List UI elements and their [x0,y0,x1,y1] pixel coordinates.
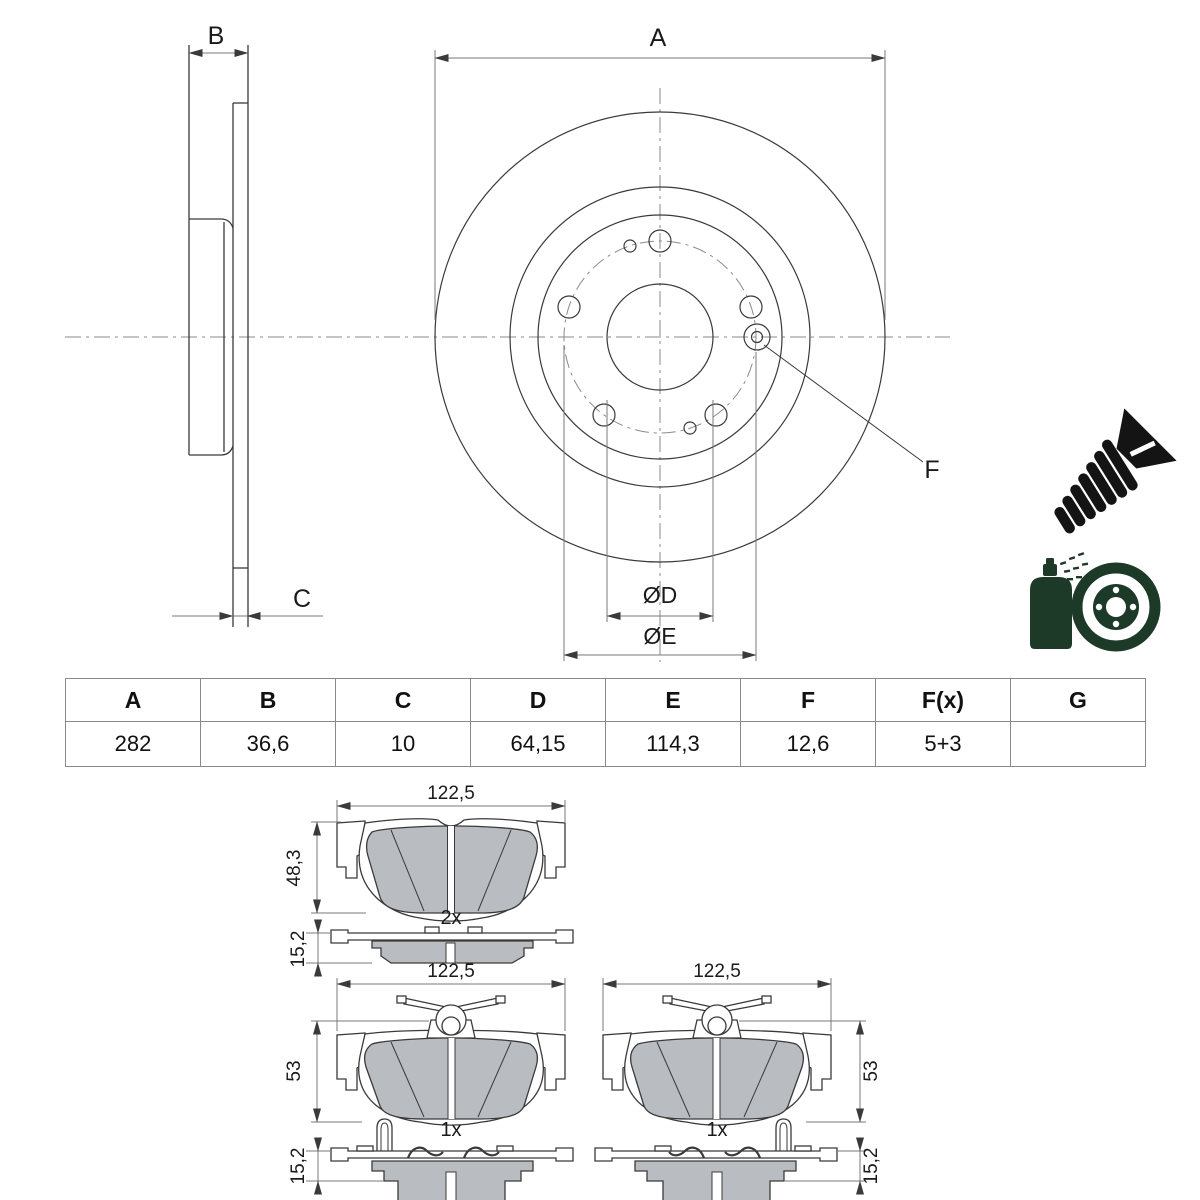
pad-top-dimensions [306,800,566,977]
pad-top-width-label: 122,5 [427,783,475,804]
label-A: A [650,24,667,52]
f-hole [743,323,924,463]
pad-left-dimensions [306,978,566,1195]
pad-left-width-label: 122,5 [427,961,475,982]
hat-edge [537,214,783,460]
label-F: F [924,456,939,484]
table-value-cell: 5+3 [876,722,1011,767]
countersunk-screw-icon [1054,408,1177,534]
table-header-cell: A [66,679,201,722]
table-header-cell: E [606,679,741,722]
pad-top-thickness-label: 15,2 [288,931,309,968]
dimension-A [434,50,886,320]
pad-left-height-label: 53 [284,1060,305,1081]
table-value-cell [1011,722,1146,767]
pad-left-thickness-label: 15,2 [288,1148,309,1185]
table-value-cell: 36,6 [201,722,336,767]
dimension-D [606,400,714,622]
spray-can-hub-icon [1030,552,1161,652]
pad-right-qty-label: 1x [706,1119,727,1141]
brake-pad-left-1x [330,995,574,1200]
table-header-cell: D [471,679,606,722]
brake-pad-top-2x [306,800,574,977]
disc-front-view [434,50,924,662]
label-dia-e: ØE [643,623,676,649]
dimension-spec-table: A B C D E F F(x) G 282 36,6 10 64,15 114… [65,678,1146,767]
brake-pad-right-1x [593,994,839,1200]
disc-outer-edge [434,111,886,563]
table-value-cell: 282 [66,722,201,767]
pad-left-qty-label: 1x [440,1119,461,1141]
pad-right-height-label: 53 [861,1060,882,1081]
dimension-E [563,345,757,661]
label-dia-d: ØD [643,582,678,608]
label-C: C [293,585,311,613]
bolt-holes [557,229,763,427]
table-value-cell: 114,3 [606,722,741,767]
table-header-cell: C [336,679,471,722]
bolt-circle [563,240,757,434]
spray-dots [1059,552,1089,581]
pad-top-qty-label: 2x [440,907,461,929]
center-bore [606,283,714,391]
table-header-cell: B [201,679,336,722]
pad-right-dimensions [602,978,866,1195]
disc-side-view [65,45,950,627]
label-B: B [208,22,225,50]
table-header-cell: F(x) [876,679,1011,722]
pad-top-height-label: 48,3 [284,850,305,887]
pad-right-width-label: 122,5 [693,961,741,982]
table-value-cell: 10 [336,722,471,767]
alignment-holes [623,239,697,435]
table-value-cell: 64,15 [471,722,606,767]
friction-band-edge [509,186,811,488]
table-header-cell: F [741,679,876,722]
table-value-cell: 12,6 [741,722,876,767]
pad-right-thickness-label: 15,2 [861,1148,882,1185]
table-header-cell: G [1011,679,1146,722]
